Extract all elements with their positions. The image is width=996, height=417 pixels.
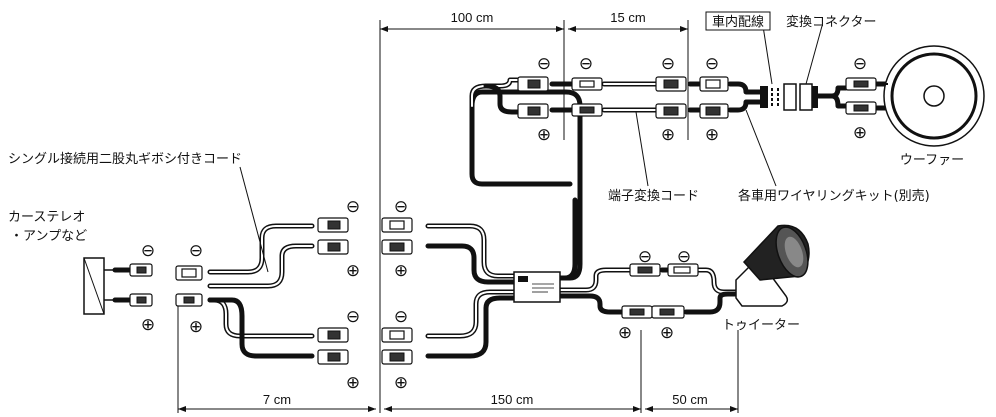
minus-symbol: ⊖ [638,247,652,267]
wiring [112,77,891,359]
plus-symbol: ⊕ [189,317,203,337]
connectors [129,76,877,365]
plus-symbol: ⊕ [618,323,632,343]
minus-symbol: ⊖ [346,197,360,217]
terminal-conversion-cord-label: 端子変換コード [608,188,699,204]
minus-symbol: ⊖ [394,307,408,327]
dim-7cm: 7 cm [263,392,291,407]
dim-50cm: 50 cm [672,392,707,407]
single-cord-label: シングル接続用二股丸ギボシ付きコード [8,151,242,167]
wiring-kit-label: 各車用ワイヤリングキット(別売) [738,188,930,204]
minus-symbol: ⊖ [661,54,675,74]
plus-symbol: ⊕ [346,373,360,393]
woofer-label: ウーファー [900,153,964,168]
minus-symbol: ⊖ [141,241,155,261]
minus-symbol: ⊖ [537,54,551,74]
plus-symbol: ⊕ [661,125,675,145]
leader-lines [239,25,823,273]
plus-symbol: ⊕ [141,315,155,335]
crossover-box [513,271,561,303]
tweeter-speaker [735,224,810,307]
plus-symbol: ⊕ [660,323,674,343]
minus-symbol: ⊖ [853,54,867,74]
polarity-symbols: ⊖ ⊕ ⊖ ⊕ ⊖ ⊖ ⊕ ⊕ ⊖ ⊖ ⊕ ⊕ ⊖ ⊕ ⊖ ⊖ ⊕ ⊖ ⊕ ⊖ … [141,54,867,393]
amp-label: ・アンプなど [10,229,87,244]
minus-symbol: ⊖ [346,307,360,327]
car-stereo-label: カーステレオ [8,210,85,225]
plus-symbol: ⊕ [705,125,719,145]
dimension-lines [177,20,739,413]
plus-symbol: ⊕ [537,125,551,145]
plus-symbol: ⊕ [394,373,408,393]
minus-symbol: ⊖ [189,241,203,261]
tweeter-label: トゥイーター [722,318,800,333]
plus-symbol: ⊕ [394,261,408,281]
minus-symbol: ⊖ [394,197,408,217]
dim-100cm: 100 cm [451,10,494,25]
dim-15cm: 15 cm [610,10,645,25]
in-car-wiring-box [705,11,771,31]
minus-symbol: ⊖ [677,247,691,267]
in-car-wiring-label: 車内配線 [712,14,764,30]
plus-symbol: ⊕ [346,261,360,281]
minus-symbol: ⊖ [579,54,593,74]
minus-symbol: ⊖ [705,54,719,74]
plus-symbol: ⊕ [853,123,867,143]
car-stereo-unit [83,257,115,315]
conversion-connector-label: 変換コネクター [786,14,876,30]
woofer-speaker [883,45,985,147]
dim-150cm: 150 cm [491,392,534,407]
